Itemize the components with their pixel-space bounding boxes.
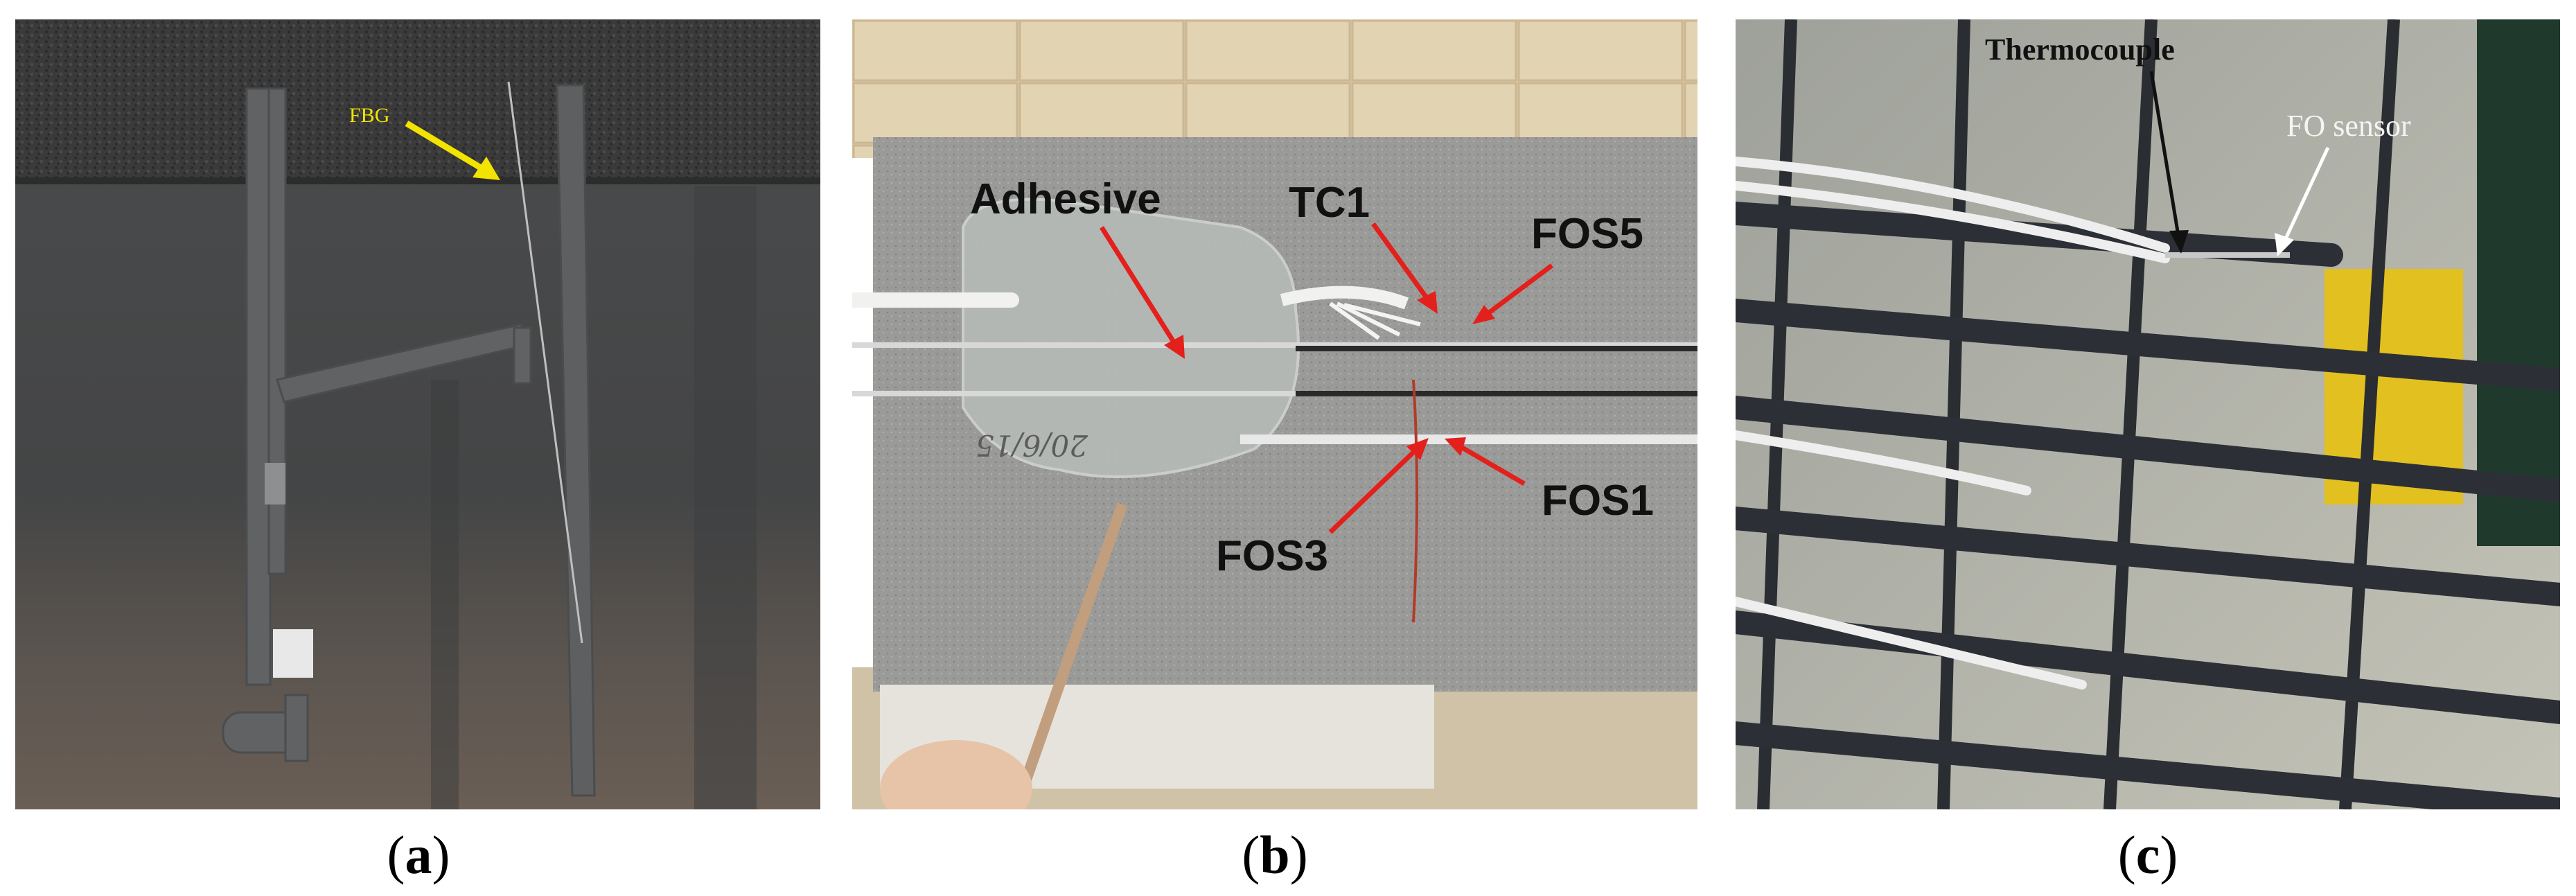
sensor-cables: [1736, 157, 2170, 689]
red-arrows: [1100, 222, 1554, 534]
tc1-label: TC1: [1289, 179, 1370, 227]
finger: [880, 740, 1032, 809]
caption-b: (b): [1242, 825, 1308, 885]
brick-background: [852, 19, 1697, 158]
fbg-arrow: [405, 121, 500, 180]
caption-letter-b: b: [1260, 825, 1290, 885]
fo-sensor-label: FO sensor: [2286, 109, 2411, 143]
caption-c: (c): [2117, 825, 2178, 885]
sensor-pipe-right: [556, 84, 596, 797]
adhesive-patch: [962, 197, 1300, 478]
fo-sensor-arrow: [2275, 146, 2330, 256]
fos3-label: FOS3: [1216, 532, 1328, 580]
fos5-label: FOS5: [1531, 210, 1643, 258]
thermocouple-arrow: [2149, 71, 2189, 254]
adhesive-label: Adhesive: [970, 175, 1161, 223]
ceiling: [15, 19, 820, 182]
tape-wrap: [273, 629, 313, 678]
caption-letter-a: a: [405, 825, 432, 885]
fos1-label: FOS1: [1542, 477, 1654, 525]
handwritten-date: 20/6/15: [976, 428, 1088, 462]
thermocouple-label: Thermocouple: [1985, 33, 2175, 67]
panel-b-photo: 20/6/15 Adhesive TC1 FOS5 FOS3 FOS1: [852, 19, 1697, 809]
sensor-rods: [852, 342, 1697, 444]
tc1-wires: [1280, 286, 1409, 310]
fbg-label: FBG: [349, 104, 389, 127]
panel-c-photo: Thermocouple FO sensor: [1736, 19, 2560, 809]
horizontal-rebars: [1736, 202, 2560, 809]
panel-a-photo: FBG: [15, 19, 820, 809]
red-mark: [1412, 379, 1418, 623]
pen: [1020, 502, 1128, 784]
caption-letter-c: c: [2135, 825, 2160, 885]
fbg-fiber: [507, 81, 583, 644]
caption-a: (a): [387, 825, 450, 885]
